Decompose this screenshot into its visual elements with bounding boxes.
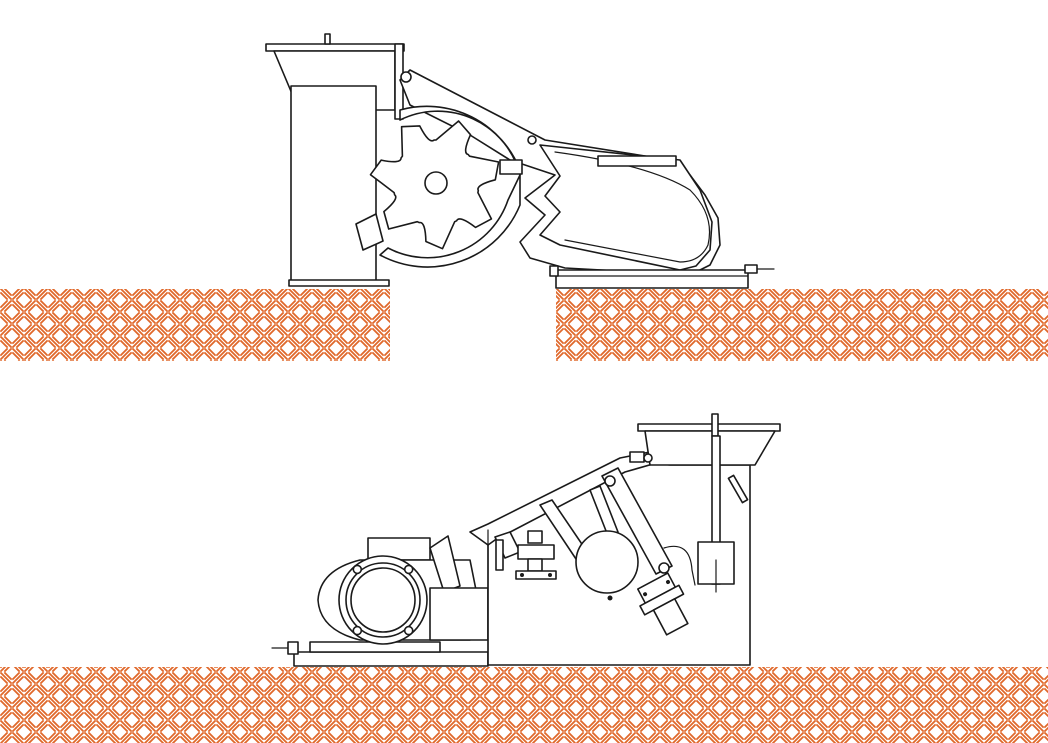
bearing-block [515,530,557,580]
adjustment-rod [697,435,749,593]
motor-clamp-bolt [403,625,414,636]
motor-clamp-bolt [352,564,363,575]
ground-hatch-bottom [0,667,1048,743]
toothed-rotor [369,120,500,250]
upper-view [0,33,1048,361]
motor-clamp-bolt [352,625,363,636]
internal-braces [539,485,619,563]
ground-hatch-left [0,289,390,361]
swing-arm [601,451,696,586]
drive-base-rail [549,264,775,289]
adjustable-wedge-unit [636,572,689,636]
lower-view [0,413,1048,743]
crusher-drum [575,530,639,601]
lower-feed-hopper [637,413,781,466]
electric-motor [317,535,489,645]
ground-hatch-right [556,289,1048,361]
motor-clamp-bolt [403,564,414,575]
left-support-frame [288,85,390,287]
motor-base-frame [271,641,489,667]
rotor-guard [379,105,523,268]
